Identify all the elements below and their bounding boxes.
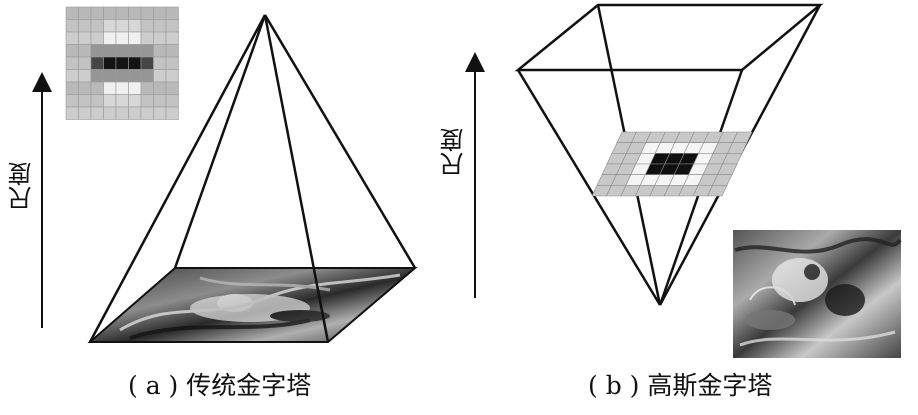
caption-a: ( a ) 传统金字塔 — [128, 371, 312, 400]
base-image-a — [87, 267, 418, 343]
kernel-grid-b — [591, 131, 753, 197]
caption-b: ( b ) 高斯金字塔 — [588, 371, 773, 400]
caption-a-letter: a — [145, 371, 161, 400]
caption-b-letter: b — [605, 371, 622, 400]
scale-axis-label-b: 尺度 — [440, 128, 468, 176]
side-image-b — [733, 230, 902, 358]
scale-axis-label-a: 尺度 — [8, 162, 36, 210]
kernel-grid-a — [65, 6, 179, 120]
pyramid-a — [88, 14, 417, 343]
caption-a-text: 传统金字塔 — [186, 371, 312, 400]
caption-b-text: 高斯金字塔 — [647, 371, 773, 400]
